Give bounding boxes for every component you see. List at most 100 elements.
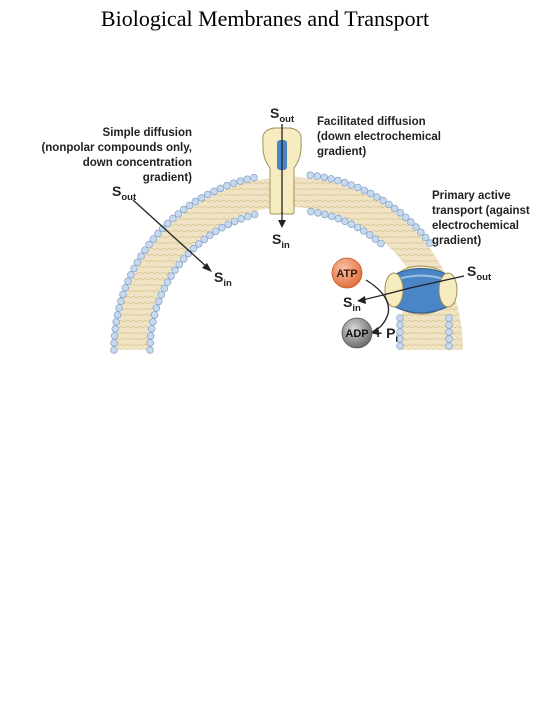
lipid-head [445, 314, 453, 322]
lower-left-lipid-heads [396, 314, 404, 350]
simple-s-in: Sin [214, 269, 232, 289]
active-s-in: Sin [343, 294, 361, 314]
simple-diffusion-line-3: down concentration [83, 157, 192, 169]
lipid-head [171, 266, 179, 274]
primary-active-line-2: transport (against [432, 205, 530, 217]
lipid-head [230, 217, 239, 226]
lipid-head [159, 224, 167, 233]
lipid-head [189, 244, 198, 253]
adp-molecule: ADP [341, 317, 373, 349]
lipid-head [445, 335, 453, 343]
lipid-head [306, 171, 315, 180]
lipid-head [145, 240, 153, 249]
lipid-head [313, 172, 322, 180]
inner-lipid-heads [146, 207, 385, 354]
lipid-head [160, 284, 169, 293]
lipid-head [421, 233, 430, 242]
phosphate-label: + Pi [374, 325, 398, 345]
lipid-head [149, 317, 157, 326]
lipid-head [396, 342, 404, 350]
lipid-head [218, 223, 226, 232]
lipid-head [152, 304, 161, 312]
facilitated-line-3: gradient) [317, 146, 366, 158]
lipid-head [396, 314, 404, 322]
facilitated-arrowhead [278, 220, 286, 228]
lipid-head [445, 342, 453, 350]
atp-label: ATP [336, 268, 357, 280]
lipid-head [154, 297, 163, 306]
facilitated-s-out: Sout [270, 105, 295, 125]
lipid-head [200, 235, 209, 244]
lipid-head [425, 239, 434, 247]
channel-protein [262, 127, 302, 215]
lipid-head [327, 175, 335, 183]
lipid-head [130, 264, 138, 273]
lipid-head [146, 332, 155, 340]
lipid-head [119, 290, 127, 299]
lipid-head [379, 196, 387, 205]
lipid-head [111, 325, 120, 333]
lipid-head [147, 324, 156, 333]
page-title: Biological Membranes and Transport [100, 6, 430, 31]
lipid-head [112, 318, 121, 326]
lipid-head [110, 332, 119, 340]
lipid-head [224, 220, 233, 229]
simple-diffusion-line-4: gradient) [143, 172, 192, 184]
lipid-head [229, 179, 238, 188]
simple-diffusion-arrowhead [202, 263, 212, 272]
lower-right-lipid-heads [445, 314, 453, 350]
lipid-head [327, 212, 336, 221]
facilitated-line-2: (down electrochemical [317, 131, 441, 143]
lipid-head [203, 190, 212, 199]
lipid-head [124, 277, 132, 286]
atp-molecule: ATP [331, 257, 363, 289]
lipid-head [167, 272, 175, 280]
lipid-head [341, 217, 349, 226]
lipid-head [401, 213, 410, 222]
lipid-head [110, 339, 118, 347]
lipid-head [353, 223, 362, 232]
lipid-head [347, 220, 356, 229]
lipid-head [113, 311, 122, 319]
lipid-head [412, 223, 420, 231]
lipid-head [110, 346, 118, 354]
active-s-out: Sout [467, 263, 492, 283]
lipid-head [212, 227, 220, 236]
lipid-head [194, 240, 203, 248]
primary-active-label: Primary active transport (against electr… [432, 190, 530, 247]
lipid-head [146, 346, 154, 354]
lipid-head [250, 173, 258, 182]
lipid-head [320, 210, 329, 219]
simple-s-out: Sout [112, 183, 137, 203]
facilitated-s-in: Sin [272, 231, 290, 251]
primary-active-line-1: Primary active [432, 190, 511, 202]
lipid-head [197, 194, 206, 202]
primary-active-line-3: electrochemical [432, 220, 519, 232]
lipid-head [250, 210, 259, 219]
lipid-head [396, 209, 405, 217]
facilitated-diffusion-label: Facilitated diffusion (down electrochemi… [317, 116, 441, 158]
lipid-head [163, 278, 172, 286]
primary-active-line-4: gradient) [432, 235, 481, 247]
atp-hydrolysis-arrow [365, 279, 390, 332]
lipid-head [210, 187, 218, 196]
lipid-head [445, 321, 453, 329]
simple-diffusion-line-1: Simple diffusion [103, 127, 192, 139]
lipid-head [141, 246, 149, 255]
lipid-head [390, 204, 399, 213]
lipid-bilayer-arch [110, 171, 463, 354]
lipid-head [396, 321, 404, 329]
lipid-head [244, 212, 252, 221]
lipid-head [314, 209, 322, 217]
lipid-head [366, 189, 375, 198]
lipid-head [243, 175, 251, 184]
lipid-head [206, 231, 214, 240]
lipid-head [371, 235, 380, 243]
lipid-head [236, 177, 245, 186]
lipid-head [115, 304, 123, 312]
lipid-head [117, 297, 125, 306]
lipid-head [154, 229, 162, 238]
simple-diffusion-label: Simple diffusion (nonpolar compounds onl… [41, 127, 192, 184]
lipid-head [407, 218, 415, 226]
lipid-head [180, 205, 188, 214]
